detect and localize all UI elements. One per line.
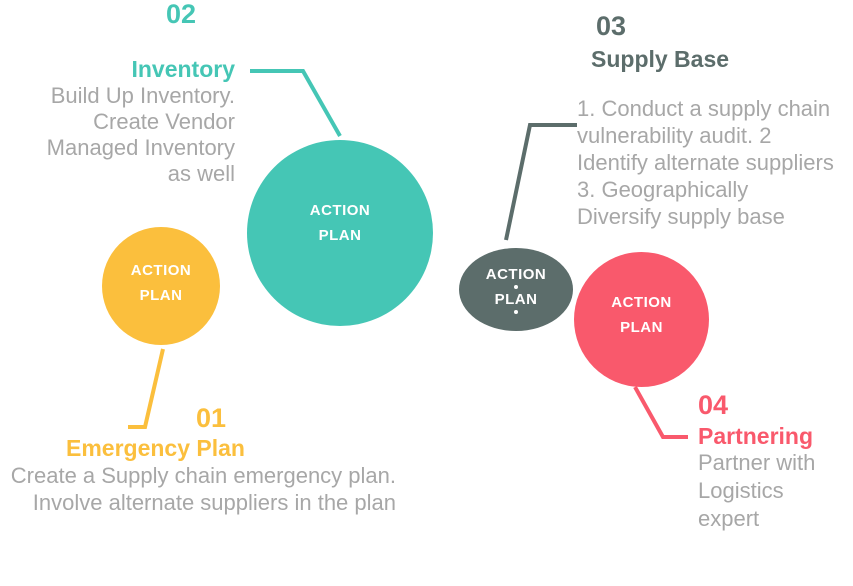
- circle-label-line1: ACTION: [485, 265, 547, 283]
- circle-label-line2: PLAN: [318, 227, 362, 244]
- action-plan-circle-supply-base: ACTION PLAN: [459, 248, 573, 331]
- connector-partnering: [633, 386, 688, 439]
- circle-label-line1: ACTION: [611, 293, 672, 311]
- step-number-inventory: 02: [166, 0, 197, 29]
- step-description-inventory: Build Up Inventory. Create Vendor Manage…: [46, 83, 235, 186]
- circle-label-line2: PLAN: [494, 290, 538, 308]
- connector-inventory: [250, 69, 342, 137]
- action-plan-circle-emergency-plan: ACTION PLAN: [102, 227, 220, 345]
- step-number-emergency-plan: 01: [196, 403, 227, 433]
- step-number-supply-base: 03: [596, 11, 627, 41]
- step-title-partnering: Partnering: [698, 423, 814, 449]
- circle-label-line2: PLAN: [620, 318, 663, 336]
- step-number-partnering: 04: [698, 390, 729, 420]
- connector-emergency-plan: [128, 348, 165, 429]
- circle-label-line2: PLAN: [139, 287, 183, 304]
- circle-label-line1: ACTION: [130, 262, 192, 279]
- step-description-emergency-plan: Create a Supply chain emergency plan. In…: [10, 463, 396, 515]
- step-description-supply-base: 1. Conduct a supply chain vulnerability …: [577, 96, 834, 229]
- action-plan-circle-partnering: ACTION PLAN: [574, 252, 709, 387]
- bullet-dot: [514, 284, 518, 289]
- step-title-supply-base: Supply Base: [591, 46, 730, 72]
- step-description-partnering: Partner with Logistics expert: [698, 450, 816, 531]
- action-plan-circle-inventory: ACTION PLAN: [247, 140, 433, 326]
- connector-supply-base: [504, 123, 577, 241]
- bullet-dot: [514, 309, 518, 314]
- circle-label-line1: ACTION: [309, 202, 371, 219]
- step-title-emergency-plan: Emergency Plan: [66, 435, 245, 461]
- step-title-inventory: Inventory: [131, 56, 235, 82]
